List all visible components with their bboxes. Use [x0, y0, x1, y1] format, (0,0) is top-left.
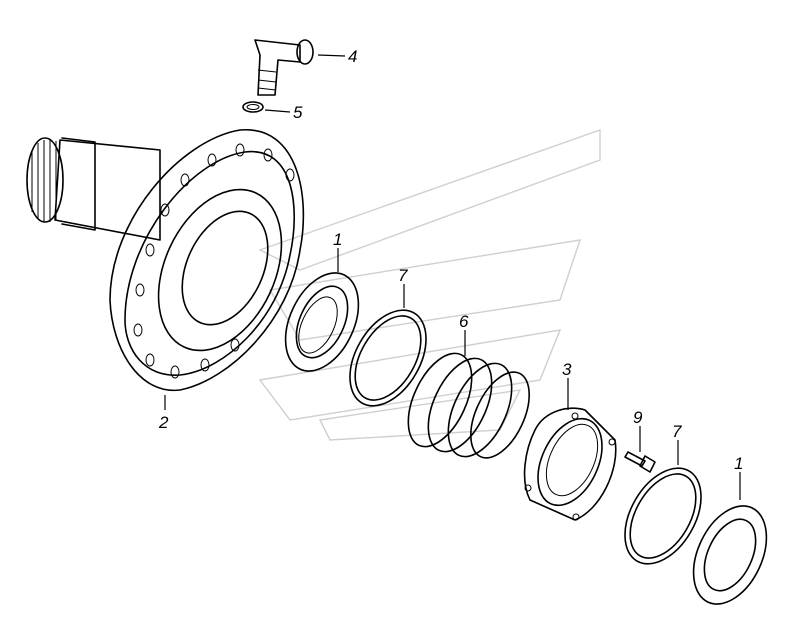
- bolt-part-9: [624, 451, 656, 473]
- seal-part-1-upper: [284, 272, 360, 372]
- hub-flange-part-2: [26, 129, 305, 392]
- callout-9: 9: [633, 408, 643, 427]
- callout-3: 3: [562, 360, 572, 379]
- callout-1-lower: 1: [734, 454, 743, 473]
- callout-4: 4: [348, 47, 357, 66]
- o-ring-part-5: [242, 101, 264, 113]
- ring-part-7-lower: [624, 467, 702, 565]
- callout-7-lower: 7: [672, 422, 682, 441]
- callout-1-upper: 1: [333, 230, 342, 249]
- watermark-logo: [258, 129, 601, 441]
- elbow-fitting-part-4: [254, 39, 314, 96]
- callout-5: 5: [293, 103, 303, 122]
- ring-part-7-upper: [349, 309, 427, 407]
- callout-7-upper: 7: [398, 266, 408, 285]
- leader-lines: [164, 54, 741, 500]
- spring-part-6: [407, 352, 530, 459]
- cover-plate-part-3: [523, 407, 617, 521]
- callout-2: 2: [158, 413, 169, 432]
- callout-6: 6: [459, 312, 469, 331]
- seal-part-1-lower: [692, 505, 768, 605]
